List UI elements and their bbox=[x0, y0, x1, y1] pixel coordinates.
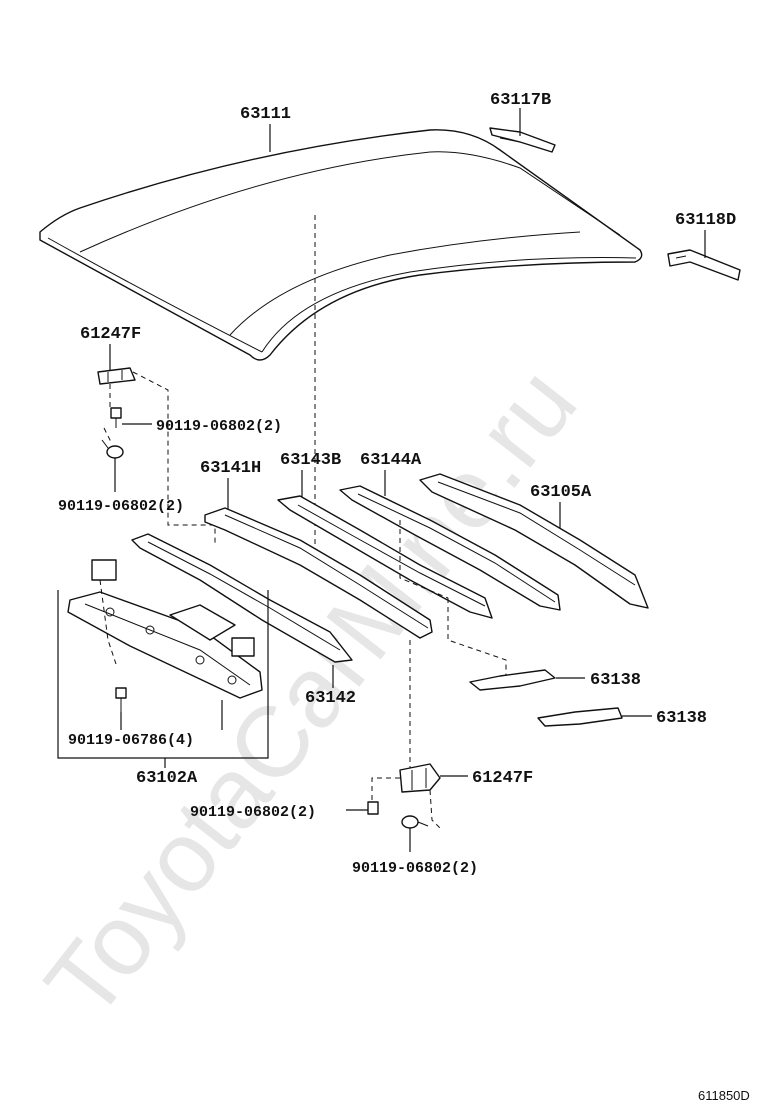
label-63111: 63111 bbox=[240, 105, 291, 124]
roof-reinforcement-63142 bbox=[131, 533, 353, 663]
pad-63138-b bbox=[537, 707, 623, 727]
bracket-lower bbox=[399, 763, 441, 793]
roof-panel-63111 bbox=[39, 129, 643, 361]
drip-rear-63118D bbox=[667, 249, 741, 281]
label-61247F-lower: 61247F bbox=[472, 769, 533, 788]
label-bolt-e: 90119-06802(2) bbox=[352, 860, 478, 877]
label-63102A: 63102A bbox=[136, 769, 198, 788]
roof-reinforcement-63143B bbox=[277, 495, 493, 619]
bolt-d bbox=[367, 801, 379, 815]
roof-reinforcement-63105A bbox=[419, 473, 649, 609]
bolt-c bbox=[115, 687, 127, 712]
label-63138-a: 63138 bbox=[590, 671, 641, 690]
label-63141H: 63141H bbox=[200, 459, 261, 478]
label-bolt-b: 90119-06802(2) bbox=[58, 498, 184, 515]
label-bolt-a: 90119-06802(2) bbox=[156, 418, 282, 435]
label-63105A: 63105A bbox=[530, 483, 592, 502]
bolt-a bbox=[110, 407, 122, 428]
roof-reinforcement-63141H bbox=[204, 507, 433, 639]
label-63117B: 63117B bbox=[490, 91, 551, 110]
label-63138-b: 63138 bbox=[656, 709, 707, 728]
label-bolt-d: 90119-06802(2) bbox=[190, 804, 316, 821]
pad-63138-a bbox=[469, 669, 556, 691]
label-63143B: 63143B bbox=[280, 451, 341, 470]
roof-reinforcement-63144A bbox=[339, 485, 561, 611]
label-63118D: 63118D bbox=[675, 211, 736, 230]
label-63144A: 63144A bbox=[360, 451, 422, 470]
figure-code: 611850D bbox=[698, 1088, 750, 1103]
label-61247F-upper: 61247F bbox=[80, 325, 141, 344]
bracket-upper bbox=[97, 367, 136, 385]
bolt-e bbox=[401, 815, 429, 829]
label-63142: 63142 bbox=[305, 689, 356, 708]
bolt-b bbox=[101, 439, 124, 459]
label-bolt-c: 90119-06786(4) bbox=[68, 732, 194, 749]
front-roof-panel-63102A bbox=[67, 559, 263, 699]
drip-front-63117B bbox=[489, 127, 556, 153]
